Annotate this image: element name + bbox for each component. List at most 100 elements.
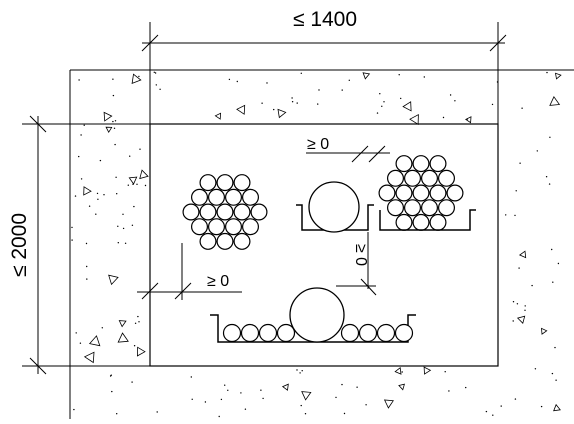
hatch-triangle (301, 391, 312, 401)
hatch-triangle (128, 176, 138, 185)
bundle-pipe (216, 232, 234, 250)
hatch-triangle (117, 332, 129, 343)
hatch-dot (260, 389, 262, 391)
height-dimension (22, 115, 150, 375)
hatch-dot (78, 155, 80, 158)
hatch-dot (318, 89, 320, 91)
hatch-triangle (136, 346, 146, 357)
hatch-dot (127, 184, 129, 186)
hatch-dot (531, 284, 533, 287)
hatch-dot (122, 213, 124, 215)
hatch-triangle (277, 108, 287, 119)
hatch-dot (112, 78, 114, 80)
hatch-dot (99, 159, 102, 162)
top-clearance-label: ≥ 0 (307, 136, 329, 153)
hatch-dot (129, 155, 131, 157)
hatch-dot (227, 389, 229, 391)
hatch-dot (228, 78, 231, 81)
tray-bottom (210, 287, 416, 343)
hex-bundle-right (378, 155, 464, 231)
hatch-dot (116, 193, 118, 195)
hatch-dot (512, 301, 515, 303)
hatch-dot (266, 82, 268, 84)
bundle-pipe (412, 184, 430, 202)
hatch-triangle (394, 367, 402, 375)
hatch-dot (379, 93, 381, 95)
hatch-dot (444, 371, 446, 373)
hatch-triangle (83, 351, 95, 364)
hatch-dot (138, 321, 140, 323)
hatch-dot (536, 150, 538, 152)
bundle-pipe (395, 213, 413, 231)
tray-upper (296, 181, 374, 233)
hatch-dot (546, 71, 548, 74)
hatch-dot (122, 227, 125, 230)
bundle-pipe (421, 199, 439, 217)
hatch-dot (492, 414, 494, 416)
hatch-dot (335, 396, 337, 399)
width-dimension (141, 22, 507, 124)
hatch-dot (240, 392, 242, 394)
hatch-dot (155, 84, 157, 86)
hatch-dot (133, 205, 135, 208)
bundle-pipe (242, 188, 260, 206)
hatch-triangle (131, 73, 142, 85)
hatch-dot (400, 97, 402, 100)
hatch-dot (117, 225, 119, 227)
bundle-pipe (233, 203, 251, 221)
hatch-dot (224, 384, 226, 386)
vertical-clearance (336, 232, 377, 296)
hatch-dot (300, 72, 302, 75)
width-label: ≤ 1400 (293, 8, 357, 31)
hatch-triangle (108, 274, 119, 286)
hatch-dot (190, 376, 192, 378)
hatch-dot (454, 100, 456, 102)
hatch-dot (296, 369, 298, 371)
hatch-dot (115, 176, 117, 178)
hatch-triangle (549, 96, 561, 106)
hatch-dot (204, 401, 207, 403)
hatch-dot (291, 97, 293, 99)
hatch-dot (381, 105, 383, 108)
hatch-dot (101, 327, 104, 329)
hatch-dot (144, 184, 147, 187)
hatch-dot (109, 375, 112, 377)
hatch-dot (551, 372, 554, 375)
hatch-dot (317, 103, 319, 105)
hatch-dot (496, 81, 499, 83)
bundle-pipe (395, 155, 413, 173)
hatch-dot (449, 94, 452, 96)
hatch-dot (548, 183, 551, 185)
hatch-triangle (423, 366, 432, 375)
hatch-triangle (118, 320, 127, 328)
large-pipe-upper (308, 181, 360, 233)
hatch-dot (262, 397, 264, 400)
hatch-dot (514, 398, 517, 400)
hatch-dot (545, 176, 548, 178)
hatch-triangle (409, 114, 419, 126)
hatch-dot (138, 75, 140, 78)
hatch-dot (79, 342, 82, 344)
hatch-dot (73, 408, 75, 411)
hatch-dot (96, 192, 99, 195)
hatch-dot (534, 368, 537, 370)
hatch-dot (134, 322, 137, 324)
bundle-pipe (208, 188, 226, 206)
hatch-triangle (465, 116, 472, 124)
hatch-triangle (281, 383, 289, 391)
bundle-pipe (233, 174, 251, 192)
bundle-pipe (225, 218, 243, 236)
small-pipe (358, 323, 378, 343)
hatch-dot (113, 127, 116, 129)
bundle-pipe (225, 188, 243, 206)
small-pipe (376, 323, 396, 343)
hatch-dot (516, 303, 519, 305)
hatch-triangle (362, 72, 371, 80)
hatch-triangle (105, 126, 113, 134)
bundle-pipe (242, 218, 260, 236)
hatch-dot (300, 404, 302, 407)
hatch-dot (156, 411, 158, 413)
hatch-dot (524, 309, 526, 311)
bundle-pipe (429, 184, 447, 202)
